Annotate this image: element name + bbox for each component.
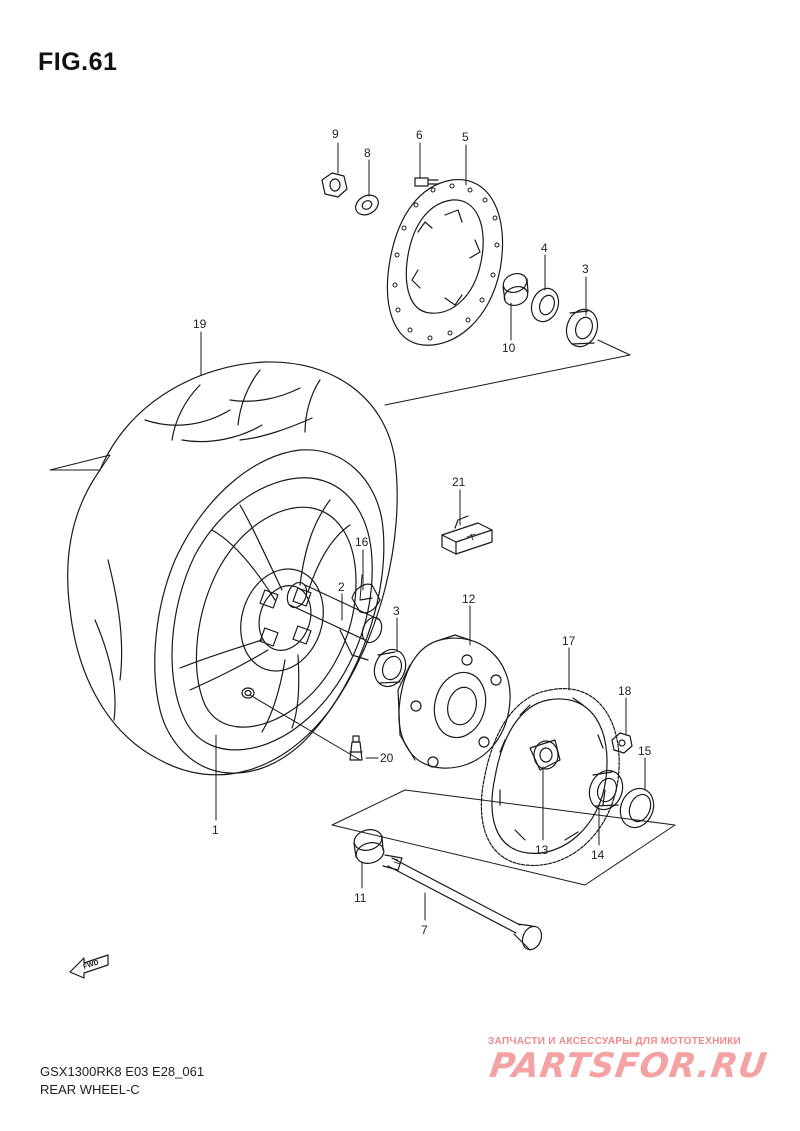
callout-1: 1 xyxy=(212,823,219,837)
oil-seal-4 xyxy=(530,287,560,323)
callout-19: 19 xyxy=(193,317,207,331)
section-name: REAR WHEEL-C xyxy=(40,1082,140,1097)
tire xyxy=(67,361,398,776)
oil-seal-15 xyxy=(619,787,655,829)
washer-8 xyxy=(355,194,379,216)
callout-21: 21 xyxy=(452,475,466,489)
nut-18 xyxy=(611,732,633,754)
callout-8: 8 xyxy=(364,146,371,160)
callout-10: 10 xyxy=(502,341,516,355)
callout-3-lower: 3 xyxy=(393,604,400,618)
callout-2: 2 xyxy=(338,580,345,594)
callout-6: 6 xyxy=(416,128,423,142)
bearing-3-upper xyxy=(565,308,599,348)
rear-sprocket xyxy=(480,688,620,867)
callout-7: 7 xyxy=(421,923,428,937)
fwd-label: FWD xyxy=(82,959,99,971)
assembly-guide-lines xyxy=(49,339,676,886)
watermark-brand: PARTSFOR.RU xyxy=(487,1046,770,1086)
leader-lines xyxy=(200,142,646,921)
callout-labels: 9 8 6 5 4 3 10 19 21 16 2 3 12 17 18 15 … xyxy=(193,127,652,937)
figure-title: FIG.61 xyxy=(38,48,118,76)
callout-3-upper: 3 xyxy=(582,262,589,276)
callout-5: 5 xyxy=(462,130,469,144)
callout-9: 9 xyxy=(332,127,339,141)
callout-4: 4 xyxy=(541,241,548,255)
wheel-rim xyxy=(171,477,373,751)
callout-16: 16 xyxy=(355,535,369,549)
fwd-arrow-icon: FWD xyxy=(69,954,109,979)
callout-17: 17 xyxy=(562,634,576,648)
balancer-weight xyxy=(441,515,493,555)
model-code: GSX1300RK8 E03 E28_061 xyxy=(40,1064,205,1079)
bearing-14 xyxy=(588,769,624,811)
rear-axle xyxy=(382,854,543,951)
callout-18: 18 xyxy=(618,684,632,698)
axle-spacer xyxy=(286,581,383,661)
callout-13: 13 xyxy=(535,843,549,857)
brake-disc xyxy=(386,179,504,346)
sprocket-carrier xyxy=(397,634,511,769)
callout-20: 20 xyxy=(380,751,394,765)
damper xyxy=(351,583,381,614)
spacer-10 xyxy=(502,272,529,307)
disc-bolt xyxy=(414,177,439,187)
air-valve xyxy=(349,735,363,761)
callout-12: 12 xyxy=(462,592,476,606)
watermark-tagline: ЗАПЧАСТИ И АКСЕССУАРЫ ДЛЯ МОТОТЕХНИКИ xyxy=(488,1036,741,1047)
callout-14: 14 xyxy=(591,848,605,862)
bearing-3-lower xyxy=(373,648,407,688)
nut-9 xyxy=(321,172,348,198)
callout-15: 15 xyxy=(638,744,652,758)
callout-11: 11 xyxy=(354,891,367,905)
collar-11 xyxy=(353,829,385,864)
